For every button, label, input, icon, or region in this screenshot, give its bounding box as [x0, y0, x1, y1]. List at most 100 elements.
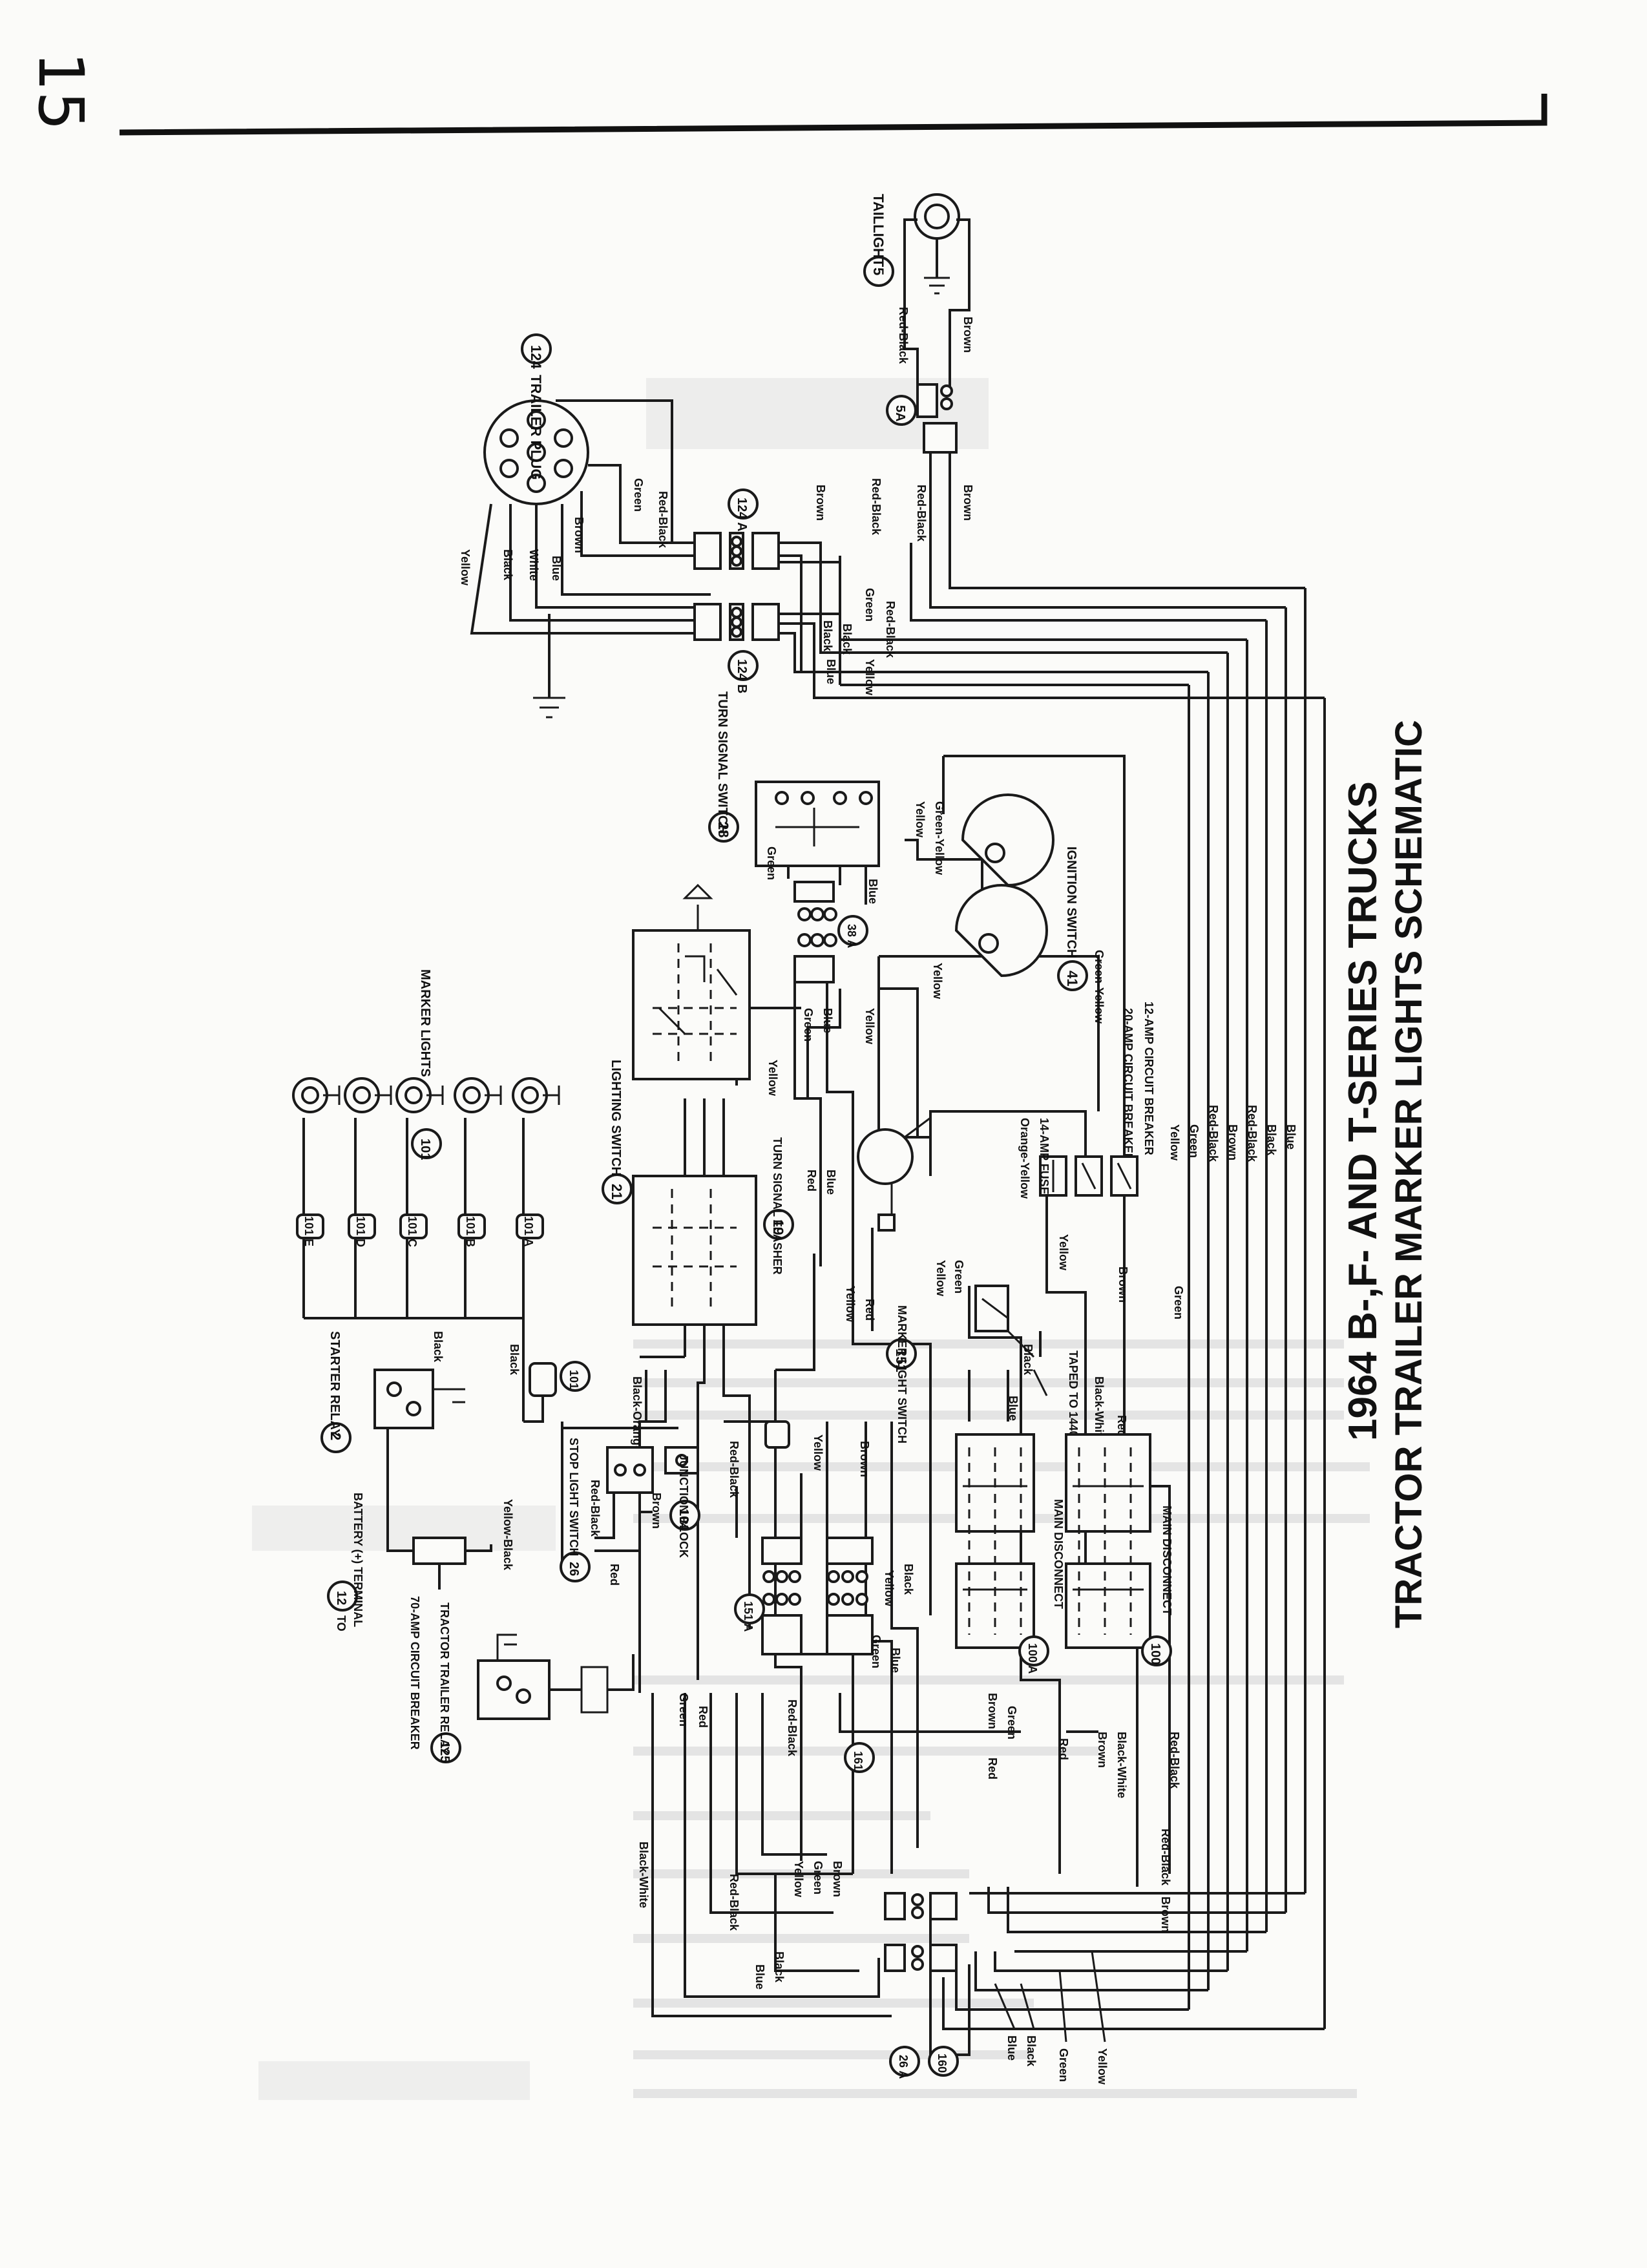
w-yellow-3: Yellow — [914, 801, 927, 838]
bundle-6: Blue — [1285, 1124, 1297, 1150]
w-brown-8: Brown — [986, 1693, 999, 1729]
c19-id: 19 — [770, 1219, 786, 1235]
w-redblack-8: Red-Black — [786, 1699, 799, 1757]
title-line1: 1964 B-,F- AND T-SERIES TRUCKS — [1341, 781, 1385, 1441]
fuse14-label: 14-AMP FUSE — [1038, 1118, 1051, 1195]
c100a-id: 100 A — [1026, 1643, 1039, 1674]
c19-label: TURN SIGNAL FLASHER — [771, 1137, 784, 1275]
w-yellow-4: Yellow — [931, 963, 944, 1000]
c161-id: 161 — [852, 1751, 865, 1770]
w-green-6: Green — [952, 1260, 965, 1294]
lighting-switch: 21 LIGHTING SWITCH Yellow Green Blue Yel… — [602, 883, 876, 1326]
w-brown-6: Brown — [650, 1493, 663, 1529]
w-blackorange: Black-Orange — [631, 1376, 644, 1452]
c41-id: 41 — [1064, 971, 1080, 986]
trailer-plug: 124 TRAILER PLUG Yellow Black White Blue… — [459, 333, 711, 719]
circuit-breaker-70-amp: 70-AMP CIRCUIT BREAKER Yellow-Black — [408, 1499, 514, 1750]
turn-signal-switch: 28 TURN SIGNAL SWITCH Green Blue Yellow … — [708, 691, 946, 904]
c5-id: 5 — [870, 268, 886, 275]
w-redblack-1: Red-Black — [656, 491, 669, 549]
c5-label: TAILLIGHT — [870, 194, 886, 268]
c100-id: 100 — [1148, 1643, 1162, 1664]
starter-relay: 2 STARTER RELAY — [320, 1331, 465, 1552]
bottom-legend-1: Black — [1025, 2035, 1038, 2067]
c2-label: STARTER RELAY — [328, 1331, 342, 1438]
c160-id: 160 — [936, 2053, 949, 2073]
w-black-5: Black — [432, 1331, 445, 1363]
c151-id: 151 — [893, 1349, 909, 1372]
w-blue-1: Blue — [550, 556, 563, 581]
c100-label: MAIN DISCONNECT — [1160, 1506, 1173, 1615]
connector-161: 161 Yellow Black Green Blue — [826, 1537, 915, 1773]
w-redblack-4: Red-Black — [897, 307, 910, 364]
bundle-3: Brown — [1226, 1124, 1239, 1160]
w-brown-2: Brown — [814, 485, 827, 521]
w-blue-2: Blue — [824, 659, 837, 684]
c2-id: 2 — [328, 1433, 344, 1440]
bundle-2: Red-Black — [1207, 1105, 1220, 1162]
marker-lamp-e: 101 E — [292, 1077, 341, 1246]
connector-38a: 38 A — [793, 881, 868, 983]
w-red-3: Red — [1115, 1415, 1128, 1437]
c21-id: 21 — [609, 1184, 625, 1199]
w-black-8: Black — [773, 1951, 786, 1983]
tractor-trailer-relay: 125 TRACTOR TRAILER RELAY — [430, 1602, 635, 1763]
circuit-breaker-20-amp: 20-AMP CIRCUIT BREAKER — [1075, 1008, 1135, 1197]
connector-124b: 124 B Black Black Green Red-Black Blue Y… — [693, 478, 897, 699]
w-black-2: Black — [821, 620, 834, 652]
bottom-legend-2: Green — [1057, 2048, 1070, 2082]
marker-conn-id: 101 — [567, 1370, 580, 1389]
w-redblack-2: Red-Black — [884, 601, 897, 658]
c28-label: TURN SIGNAL SWITCH — [715, 691, 729, 834]
c124b-id: 124 B — [735, 659, 749, 693]
w-black-3: Black — [841, 624, 854, 655]
w-yellow-1: Yellow — [459, 549, 472, 586]
marker-lamp-c: 101 C — [395, 1077, 444, 1247]
w-brown-3: Brown — [961, 317, 974, 353]
main-disconnect-100: 100 MAIN DISCONNECT — [1065, 1433, 1173, 1666]
c101d-id: 101 D — [354, 1216, 367, 1247]
w-redblack-10: Red-Black — [1159, 1829, 1172, 1886]
w-redblack-11: Red-Black — [728, 1874, 740, 1931]
w-green-5: Green — [1172, 1286, 1185, 1319]
turn-signal-flasher: 19 TURN SIGNAL FLASHER Red Blue — [763, 1117, 931, 1275]
w-green-9: Green — [1005, 1706, 1018, 1739]
w-red-4: Red — [608, 1564, 621, 1586]
w-yellow-8: Yellow — [934, 1260, 947, 1297]
c101b-id: 101 B — [464, 1216, 477, 1247]
w-blue-5: Blue — [824, 1170, 837, 1195]
w-brown-4: Brown — [961, 485, 974, 521]
w-yellow-10: Yellow — [812, 1434, 824, 1471]
title-line2: TRACTOR TRAILER MARKER LIGHTS SCHEMATIC — [1388, 720, 1430, 1628]
c125-id: 125 — [437, 1741, 452, 1763]
w-black-7: Black — [902, 1564, 915, 1595]
schematic-title: 1964 B-,F- AND T-SERIES TRUCKS TRACTOR T… — [1341, 720, 1430, 1628]
w-yellow-12: Yellow — [792, 1861, 805, 1898]
c28-id: 28 — [715, 822, 731, 837]
c38a-id: 38 A — [845, 924, 858, 948]
connector-151a: 151 A — [734, 1537, 803, 1655]
bottom-legend-3: Yellow — [1096, 2048, 1109, 2085]
w-yellow-7: Yellow — [1057, 1234, 1070, 1271]
top-border-line — [119, 94, 1547, 136]
w-greenyellow-2: Green-Yellow — [1093, 950, 1106, 1024]
c12-label: BATTERY (+) TERMINAL — [351, 1493, 364, 1627]
connector-5a: 5A Red-Black Brown — [886, 383, 974, 542]
w-green-4: Green — [802, 1008, 815, 1042]
c125-label: TRACTOR TRAILER RELAY — [438, 1602, 451, 1754]
c5a-id: 5A — [893, 405, 907, 422]
c124-id: 124 — [528, 345, 544, 369]
w-brown-1: Brown — [572, 517, 585, 553]
taillight: 5 TAILLIGHT Red-Black Brown — [863, 193, 974, 388]
main-disconnect-100a: 100 A MAIN DISCONNECT — [955, 1433, 1065, 1674]
cb70-label: 70-AMP CIRCUIT BREAKER — [408, 1596, 421, 1750]
w-blue-4: Blue — [821, 1008, 834, 1033]
marker-lamp-a: 101 A — [512, 1077, 560, 1246]
w-black-1: Black — [501, 549, 514, 581]
taped-label: TAPED TO 14401 — [1067, 1350, 1080, 1444]
w-blue-6: Blue — [1007, 1396, 1020, 1421]
c12-prefix: TO — [335, 1615, 348, 1632]
c101-label: MARKER LIGHTS — [418, 969, 432, 1077]
marker-lamp-d: 101 D — [344, 1077, 392, 1247]
